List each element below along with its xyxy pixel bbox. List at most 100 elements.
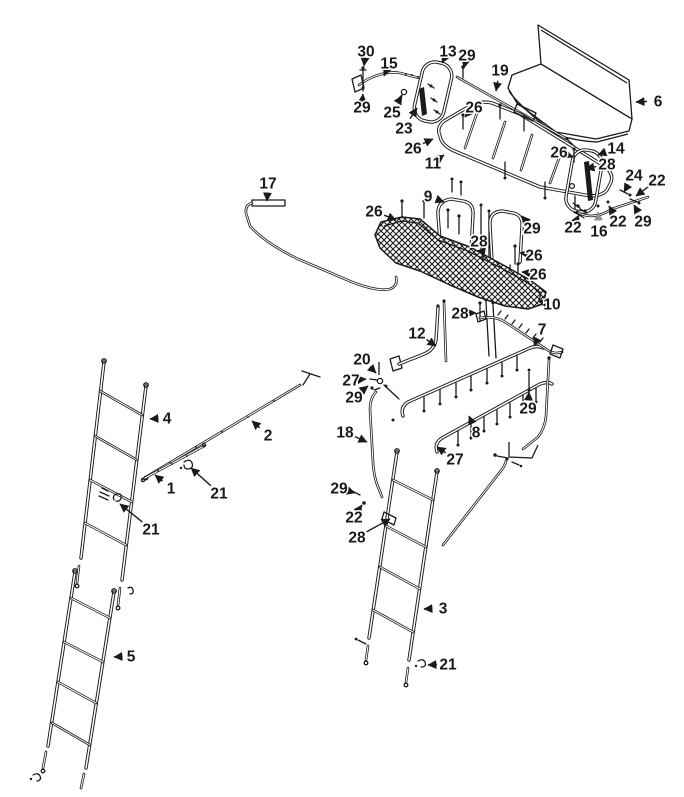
- callout-21: 21: [119, 503, 161, 540]
- callout-arrow: [119, 503, 143, 523]
- callout-25: 25: [382, 95, 403, 123]
- callout-arrow: [358, 385, 369, 395]
- callout-label: 30: [357, 44, 374, 61]
- callout-label: 28: [470, 234, 488, 251]
- callout-30: 30: [356, 42, 376, 67]
- callout-label: 22: [345, 510, 362, 527]
- callout-arrow: [521, 215, 531, 226]
- callout-arrow: [585, 162, 597, 172]
- callout-24: 24: [623, 166, 644, 193]
- callout-arrow: [383, 66, 392, 77]
- callout-arrow: [427, 660, 438, 670]
- callout-22: 22: [344, 504, 364, 528]
- callout-27: 27: [436, 446, 465, 470]
- callout-arrow: [408, 107, 418, 120]
- callout-label: 3: [439, 601, 448, 618]
- callout-label: 26: [404, 141, 422, 158]
- seat: [507, 24, 633, 143]
- callout-label: 21: [210, 486, 228, 503]
- callout-1: 1: [154, 474, 177, 499]
- callout-21: 21: [190, 467, 229, 504]
- callout-11: 11: [423, 154, 445, 174]
- callout-arrow: [633, 204, 643, 215]
- callout-2: 2: [251, 420, 274, 446]
- callout-arrow: [493, 80, 502, 92]
- callout-label: 16: [590, 224, 608, 241]
- clip-21: [112, 493, 122, 502]
- callout-28: 28: [450, 304, 477, 324]
- callout-27: 27: [341, 371, 367, 391]
- callout-22: 22: [563, 214, 583, 238]
- callout-arrow: [563, 149, 574, 159]
- callout-arrow: [360, 57, 370, 67]
- callout-arrow: [366, 518, 391, 533]
- callout-label: 22: [564, 220, 581, 237]
- callout-arrow: [434, 154, 445, 164]
- callout-arrow: [477, 247, 486, 258]
- callout-arrow: [345, 486, 356, 495]
- callout-26: 26: [521, 265, 548, 285]
- bolt-25: [400, 88, 408, 96]
- callout-29: 29: [521, 215, 542, 239]
- callout-arrow: [608, 205, 618, 216]
- callout-arrow: [464, 107, 474, 118]
- callout-label: 29: [353, 100, 371, 117]
- callout-3: 3: [423, 599, 449, 619]
- callout-label: 22: [648, 173, 665, 190]
- callout-label: 18: [336, 425, 354, 442]
- callout-arrow: [383, 212, 397, 221]
- stabilizer-rod: [368, 387, 384, 499]
- callout-26: 26: [549, 143, 574, 163]
- callout-21: 21: [427, 655, 458, 675]
- callout-8: 8: [468, 415, 482, 443]
- callout-label: 24: [625, 168, 643, 185]
- hook-21: [183, 459, 194, 470]
- callout-label: 27: [446, 452, 463, 469]
- callout-arrow: [441, 53, 450, 64]
- callout-12: 12: [407, 324, 437, 347]
- callout-arrow: [366, 363, 377, 374]
- platform-frame: [436, 100, 614, 214]
- callout-label: 5: [127, 649, 136, 666]
- callout-arrow: [154, 474, 165, 484]
- callout-17: 17: [258, 174, 278, 202]
- callout-arrow: [190, 467, 212, 487]
- callout-7: 7: [533, 320, 548, 347]
- callout-arrow: [635, 186, 649, 197]
- callout-4: 4: [149, 409, 173, 429]
- callout-arrow: [393, 95, 403, 106]
- callout-label: 1: [167, 481, 176, 498]
- hook-21: [417, 659, 427, 668]
- callout-28: 28: [347, 518, 391, 548]
- side-bracket-left: [397, 60, 454, 124]
- callout-label: 6: [654, 94, 663, 111]
- guard-rail-hoop: [244, 199, 398, 291]
- callout-label: 21: [142, 522, 160, 539]
- callout-26: 26: [519, 246, 544, 266]
- callout-20: 20: [352, 350, 377, 374]
- callout-19: 19: [490, 61, 510, 92]
- callout-label: 23: [395, 121, 413, 138]
- callout-13: 13: [438, 42, 458, 64]
- callout-arrow: [468, 415, 477, 426]
- callout-arrow: [434, 194, 445, 204]
- callout-29: 29: [518, 391, 538, 419]
- callout-label: 12: [408, 326, 425, 343]
- connector-rod: [140, 442, 207, 483]
- callout-label: 26: [550, 145, 568, 162]
- callout-arrow: [623, 182, 633, 193]
- callout-label: 26: [525, 248, 543, 265]
- callout-arrow: [521, 268, 531, 278]
- ratchet-strap-bar: [475, 310, 564, 359]
- callout-22: 22: [608, 205, 628, 232]
- callout-arrow: [436, 446, 447, 456]
- callout-label: 10: [543, 297, 560, 314]
- callout-label: 27: [342, 373, 359, 390]
- callout-label: 17: [259, 176, 276, 193]
- callout-label: 2: [264, 428, 273, 445]
- callout-label: 20: [353, 352, 370, 369]
- callout-29: 29: [352, 93, 372, 118]
- callout-label: 29: [330, 481, 348, 498]
- callout-10: 10: [537, 295, 562, 315]
